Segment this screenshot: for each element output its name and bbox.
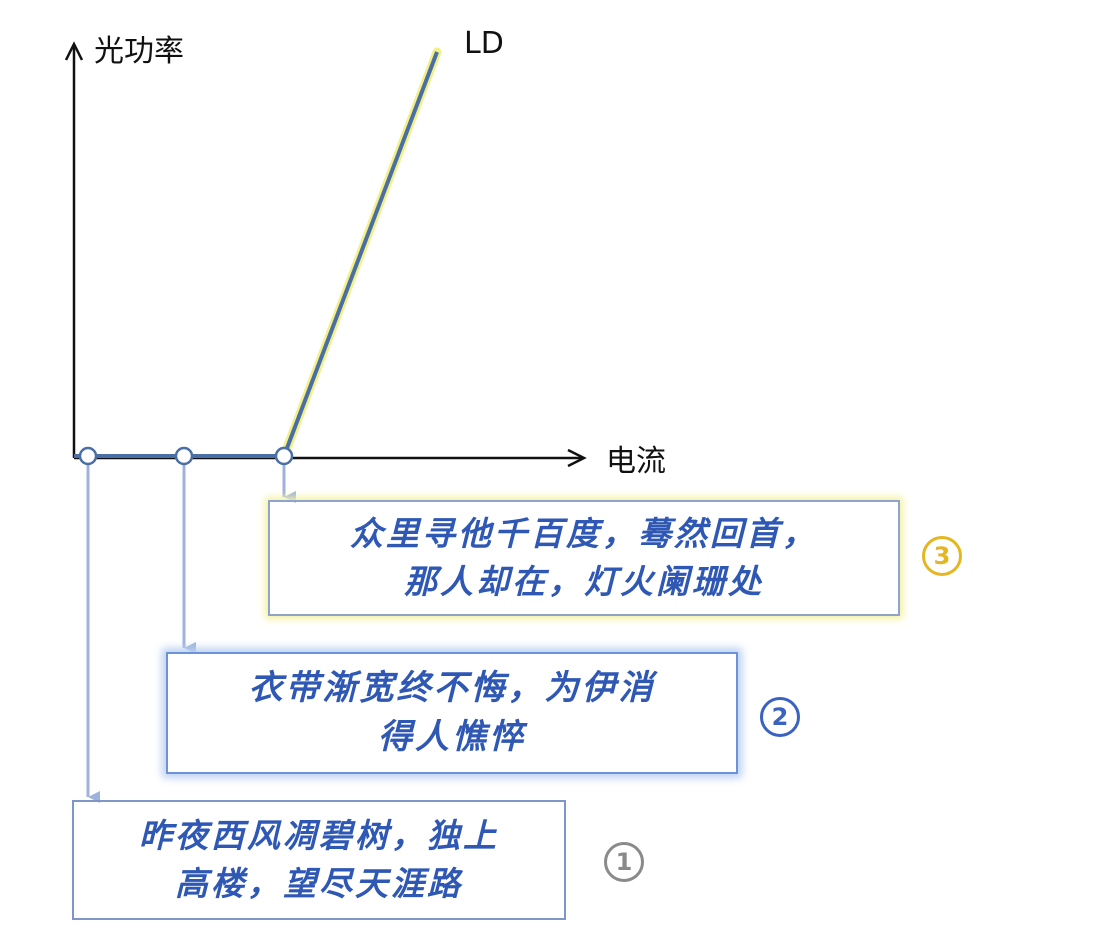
stage-1-marker: 1 [604, 842, 644, 882]
curve-label: LD [464, 26, 504, 61]
stage-3-line-1: 众里寻他千百度，蓦然回首， [350, 514, 818, 554]
x-axis-label: 电流 [606, 444, 666, 479]
x-axis-arrowhead [567, 448, 587, 468]
point-2 [174, 446, 194, 466]
stage-1-line-1: 昨夜西风凋碧树，独上 [139, 816, 499, 856]
point-1 [78, 446, 98, 466]
stage-3-line-2: 那人却在，灯火阑珊处 [404, 562, 764, 601]
stage-3-box: 众里寻他千百度，蓦然回首， 那人却在，灯火阑珊处 [268, 500, 900, 616]
stage-2-marker: 2 [760, 697, 800, 737]
stage-3-marker: 3 [922, 536, 962, 576]
stage-2-line-1: 衣带渐宽终不悔，为伊消 [248, 667, 656, 708]
stage-1-line-2: 高楼，望尽天涯路 [175, 864, 463, 903]
y-axis-arrowhead [64, 41, 84, 61]
stage-2-line-2: 得人憔悴 [378, 717, 526, 757]
y-axis-label: 光功率 [94, 34, 184, 69]
point-3 [274, 446, 294, 466]
curve-rising-segment [282, 51, 439, 457]
stage-1-box: 昨夜西风凋碧树，独上 高楼，望尽天涯路 [72, 800, 566, 920]
stage-2-box: 衣带渐宽终不悔，为伊消 得人憔悴 [166, 652, 738, 774]
